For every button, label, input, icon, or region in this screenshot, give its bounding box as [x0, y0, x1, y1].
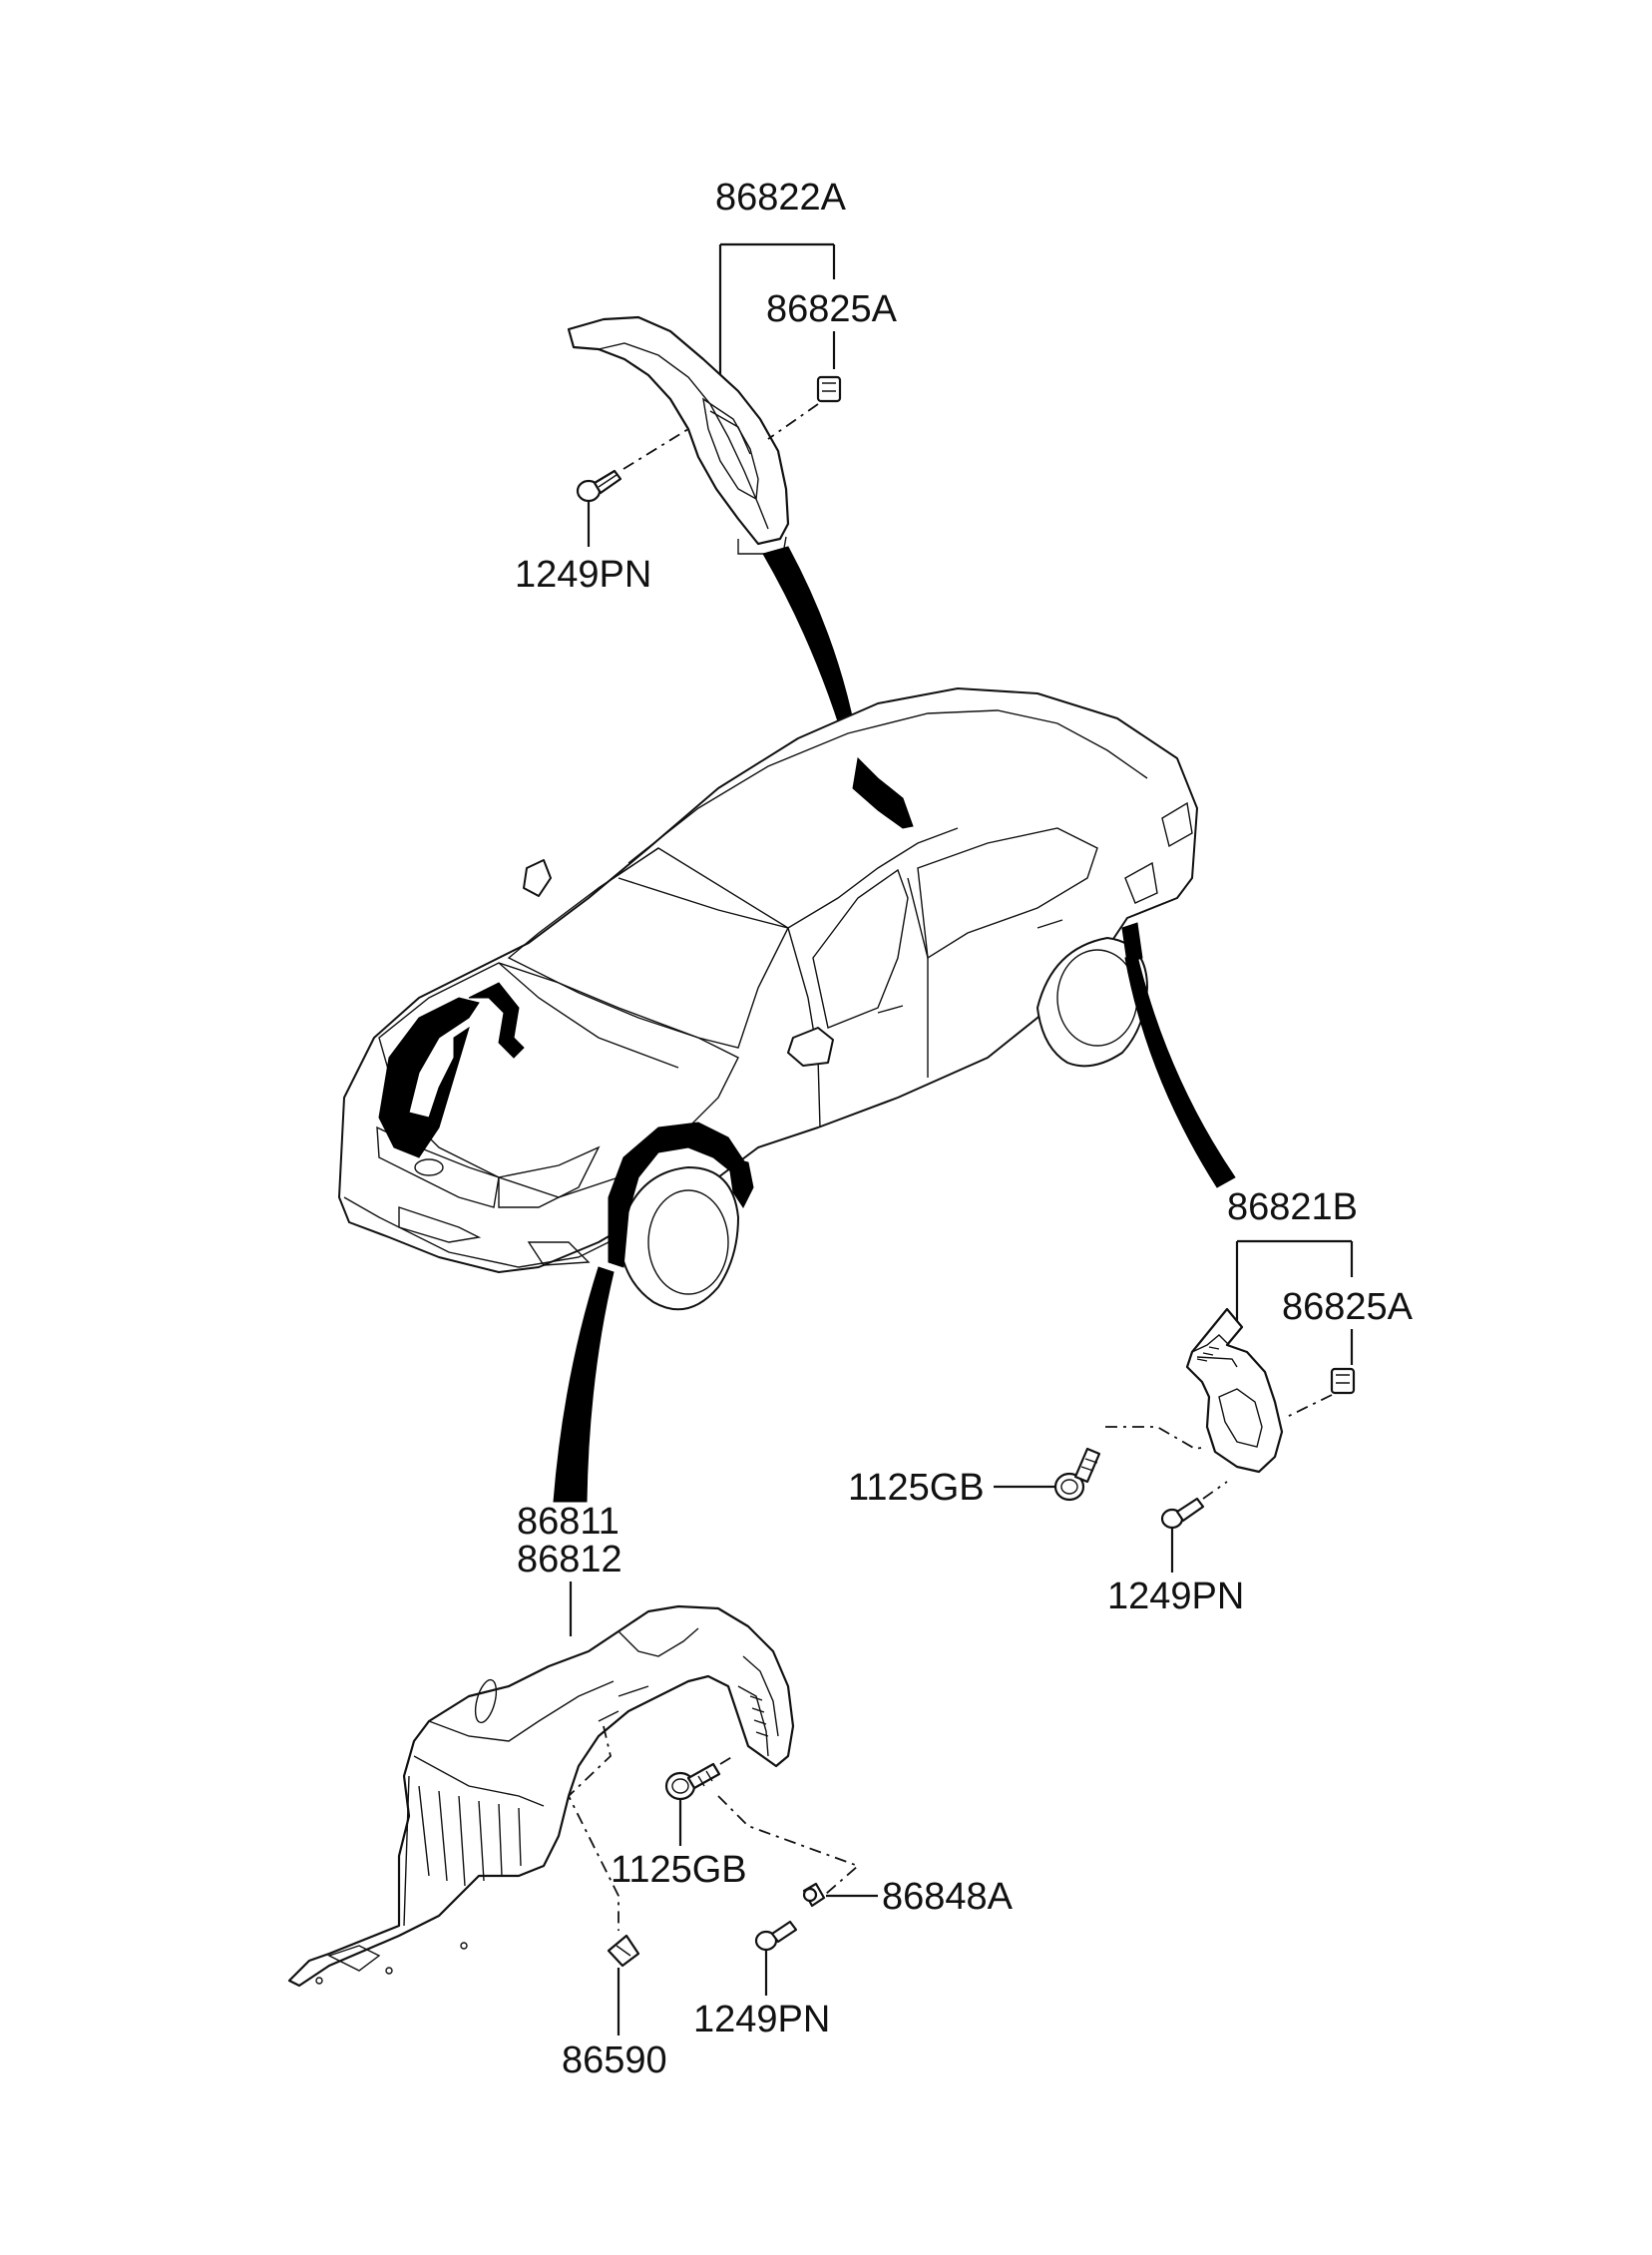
pointer-rear-lower — [1124, 955, 1236, 1188]
label-86825A-right: 86825A — [1282, 1286, 1414, 1328]
flange-bolt-icon — [1053, 1447, 1101, 1502]
clip-nut-icon — [802, 1882, 826, 1908]
tapping-screw-icon — [754, 1920, 798, 1952]
label-86821B: 86821B — [1227, 1186, 1358, 1228]
tapping-screw-icon — [576, 469, 622, 503]
label-1125GB-front: 1125GB — [611, 1849, 747, 1891]
rear-lower-guard-group: 86821B 86825A 1125GB — [848, 1186, 1414, 1617]
leader-86821B — [1235, 1239, 1354, 1327]
clip-nut-icon — [1330, 1367, 1356, 1395]
label-1249PN-front: 1249PN — [693, 1999, 830, 2040]
front-guard-group: 86811 86812 1125GB — [287, 1501, 1014, 2081]
sedan-outline-icon — [338, 687, 1198, 1311]
flange-bolt-icon — [664, 1762, 721, 1801]
clip-nut-icon — [816, 375, 842, 403]
label-1249PN-right: 1249PN — [1107, 1576, 1244, 1617]
label-86812: 86812 — [517, 1539, 622, 1580]
leader-86822A — [718, 242, 836, 377]
rear-upper-guard — [567, 315, 790, 546]
label-86825A-top: 86825A — [766, 288, 898, 330]
label-1249PN-top: 1249PN — [515, 554, 651, 596]
pointer-front — [553, 1266, 615, 1503]
label-86848A: 86848A — [882, 1876, 1014, 1918]
label-86590: 86590 — [562, 2039, 667, 2081]
label-86822A: 86822A — [715, 177, 847, 219]
front-wheel-guard — [287, 1604, 795, 1988]
push-fastener-icon — [607, 1934, 640, 1968]
label-86811: 86811 — [517, 1501, 620, 1543]
tapping-screw-icon — [1160, 1497, 1205, 1530]
label-1125GB-right: 1125GB — [848, 1467, 985, 1509]
rear-upper-guard-group: 86822A 86825A 1249PN — [515, 177, 898, 596]
